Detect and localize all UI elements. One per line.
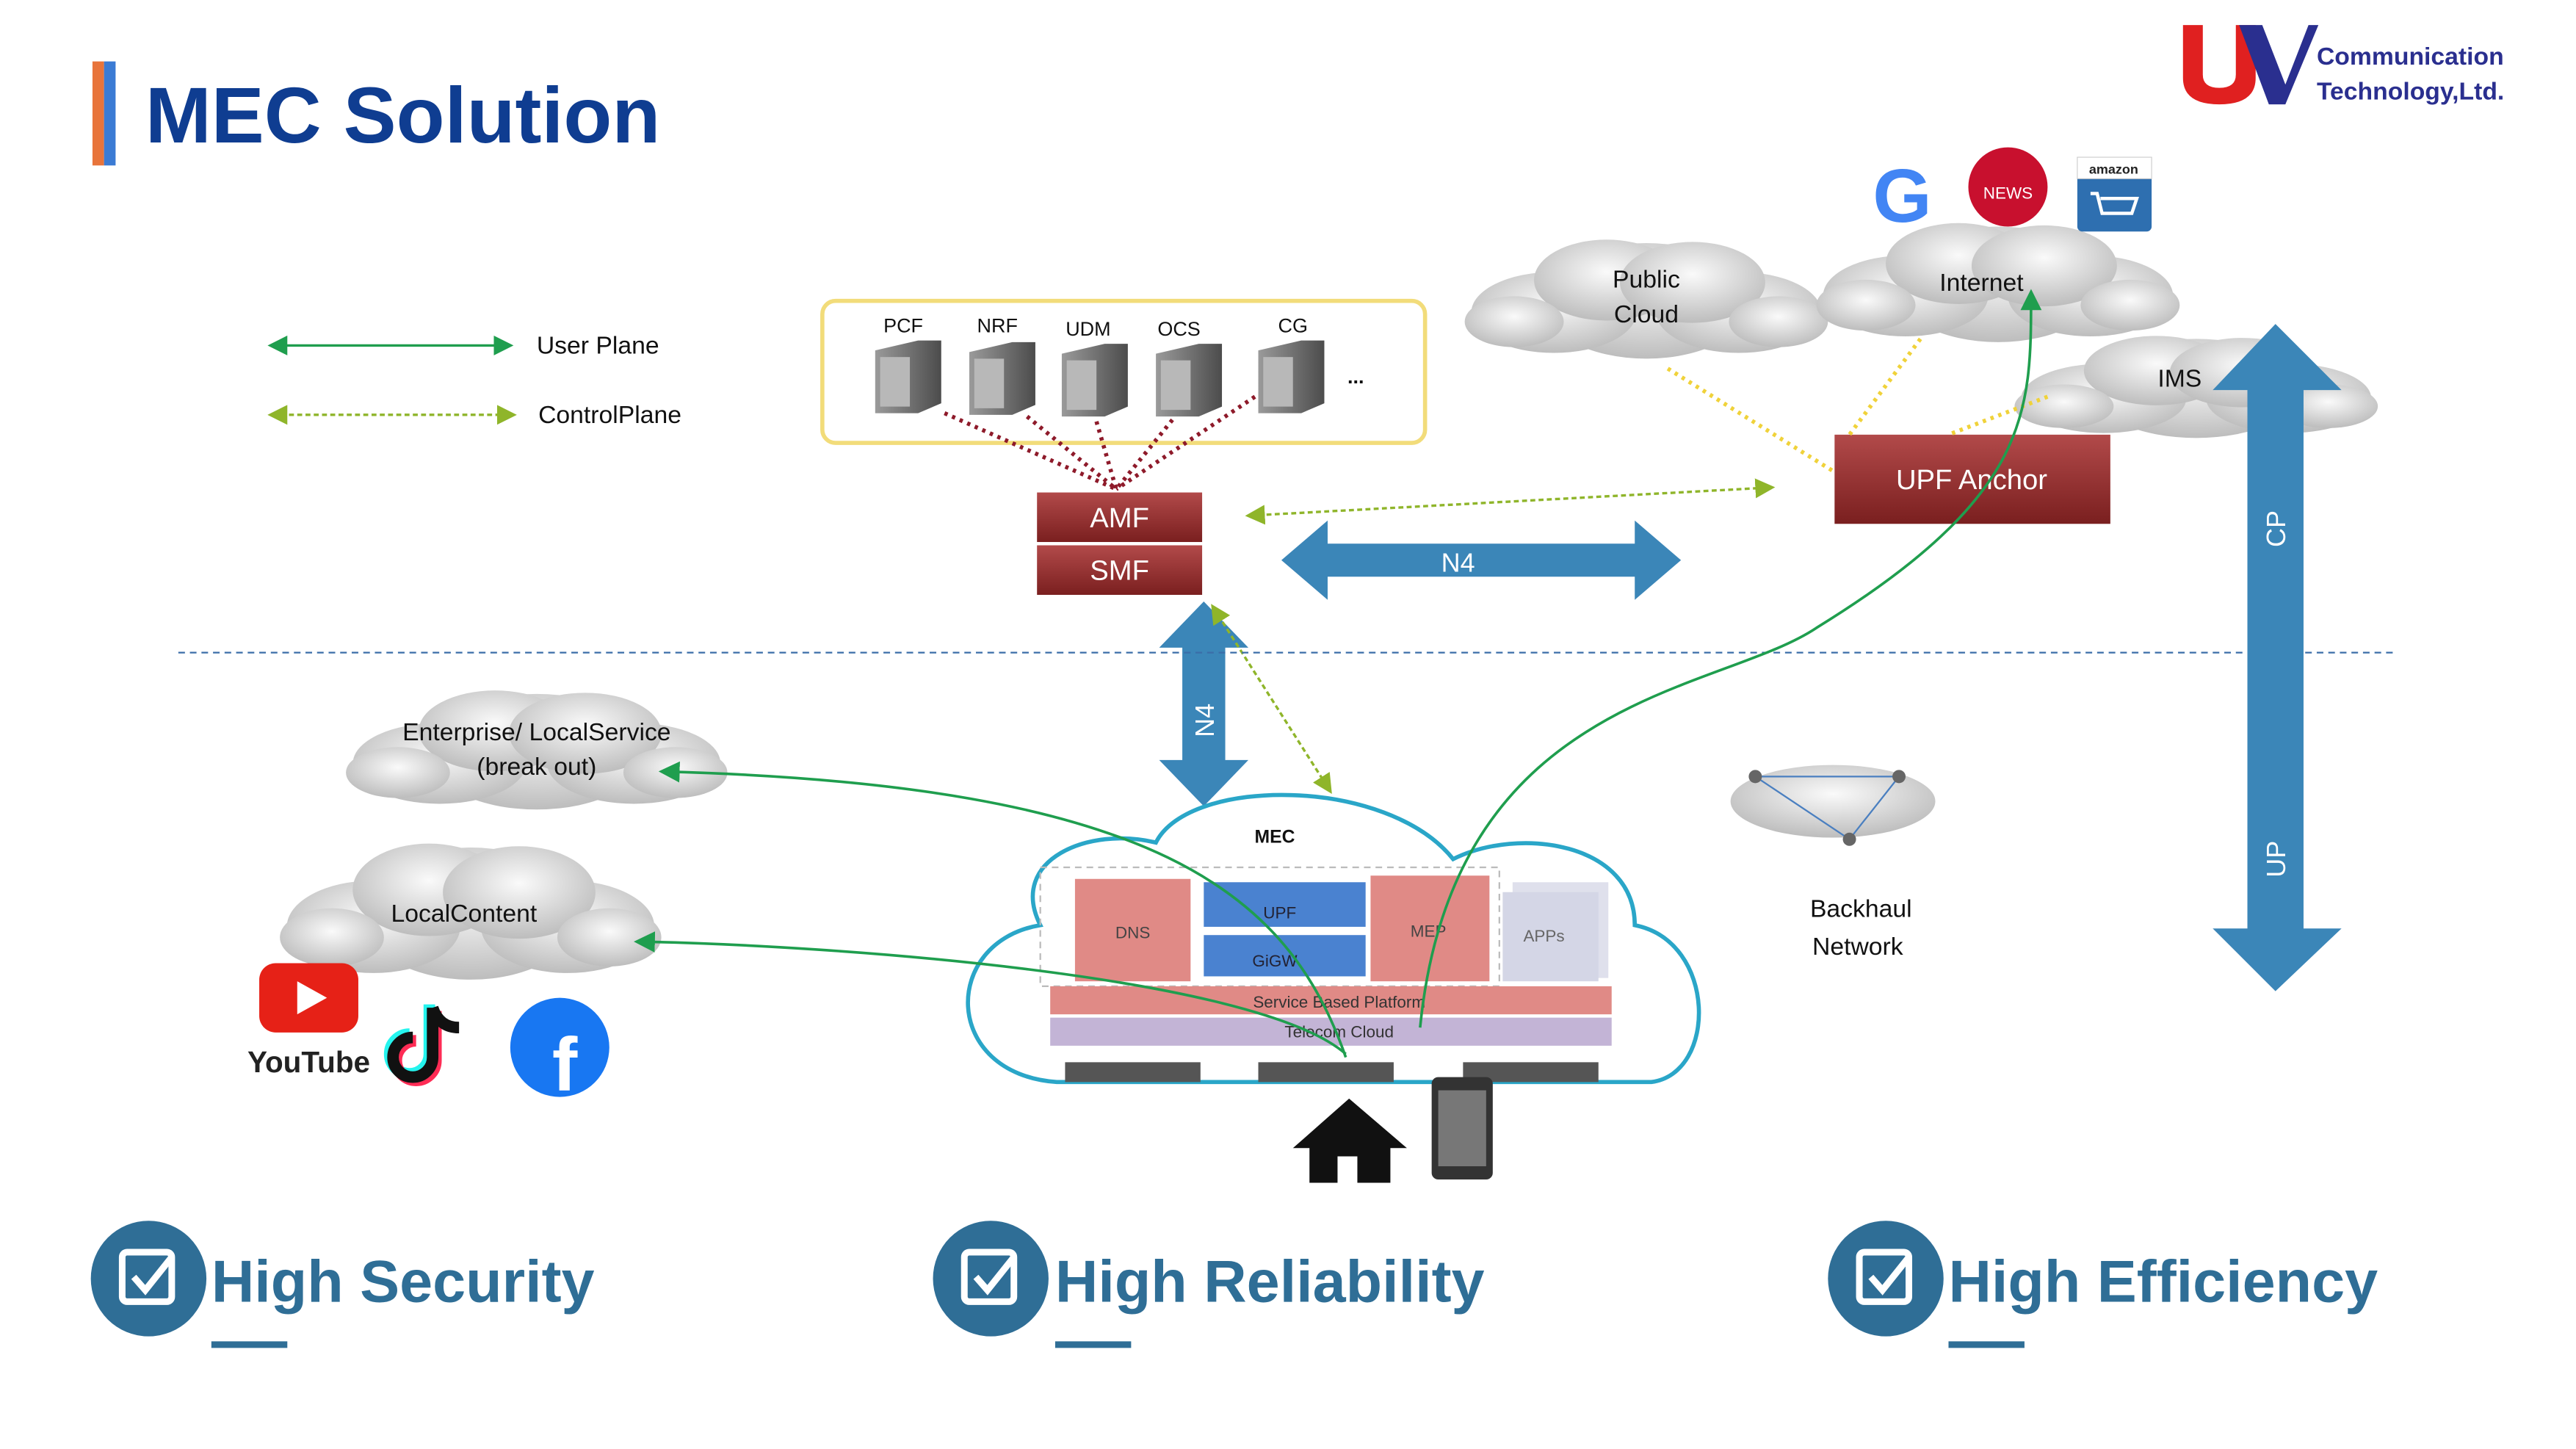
cp-up-arrow: [2213, 324, 2342, 991]
facebook-icon: [510, 997, 609, 1097]
checkbox-icon: [90, 1221, 207, 1337]
server-icon: [1061, 344, 1128, 417]
cg-label: CG: [1278, 314, 1308, 336]
core-signaling-lines: [944, 394, 1256, 491]
amazon-label: amazon: [2089, 162, 2138, 177]
feature-underline: [1948, 1341, 2025, 1348]
amf-smf-block: AMF SMF: [1037, 492, 1203, 595]
google-icon: G: [1873, 153, 1931, 238]
mec-title: MEC: [1255, 827, 1295, 847]
enterprise-label-1: Enterprise/ LocalService: [402, 718, 670, 746]
enterprise-cloud: [346, 690, 728, 810]
amf-box: [1037, 492, 1203, 543]
public-cloud: [1464, 239, 1828, 359]
upf-anchor-box: [1834, 434, 2110, 524]
local-content-label: LocalContent: [391, 900, 538, 928]
cp-label: CP: [2261, 510, 2291, 547]
service-platform-bar: [1050, 986, 1612, 1015]
home-icon: [1292, 1098, 1407, 1183]
internet-label: Internet: [1939, 269, 2024, 297]
more-functions: ...: [1347, 366, 1364, 388]
feature-label: High Reliability: [1055, 1249, 1485, 1315]
server-icon: [1156, 344, 1223, 417]
n4-horizontal-label: N4: [1441, 547, 1475, 577]
ocs-label: OCS: [1157, 318, 1200, 340]
feature-2: High Efficiency: [1828, 1221, 2378, 1348]
upf-anchor-cloud-links: [1666, 337, 2049, 473]
feature-underline: [211, 1341, 288, 1348]
n4-vertical-label: N4: [1190, 704, 1220, 737]
gigw-box: [1204, 935, 1366, 977]
mec-hardware-servers: [1065, 1062, 1599, 1083]
n4-horizontal-arrow: [1281, 520, 1682, 600]
n4-vertical-arrow: [1159, 601, 1249, 806]
amf-label: AMF: [1090, 502, 1149, 534]
title-accent-bar-blue: [104, 61, 116, 166]
legend-control-plane: ControlPlane: [538, 401, 681, 429]
smf-upf-anchor-control-line: [1245, 478, 1776, 525]
feature-1: High Reliability: [933, 1221, 1485, 1348]
page-title: MEC Solution: [145, 71, 660, 159]
up-label: UP: [2261, 841, 2291, 878]
public-cloud-label-1: Public: [1613, 266, 1680, 294]
tiktok-icon: [383, 1004, 460, 1086]
server-icon: [875, 340, 941, 413]
internet-cloud: [1816, 223, 2180, 342]
upf-anchor-label: UPF Anchor: [1896, 464, 2047, 496]
server-icon: [1258, 340, 1325, 413]
bbc-news-label: NEWS: [1983, 184, 2033, 202]
bbc-news-icon: [1968, 147, 2048, 227]
logo-text-line2: Technology,Ltd.: [2317, 77, 2504, 105]
checkbox-icon: [933, 1221, 1049, 1337]
youtube-label: YouTube: [247, 1045, 370, 1079]
server-icon: [969, 342, 1035, 415]
pcf-label: PCF: [883, 314, 923, 336]
gigw-label: GiGW: [1252, 952, 1298, 970]
legend-user-plane: User Plane: [537, 332, 659, 360]
dns-label: DNS: [1115, 924, 1150, 942]
feature-underline: [1054, 1341, 1132, 1348]
apps-label: APPs: [1523, 927, 1564, 945]
smf-mec-control-line: [1211, 604, 1332, 795]
service-platform-label: Service Based Platform: [1253, 993, 1425, 1011]
checkbox-icon: [1828, 1221, 1944, 1337]
smf-label: SMF: [1090, 555, 1149, 587]
udm-label: UDM: [1066, 318, 1110, 340]
backhaul-network-icon: [1730, 765, 1936, 846]
svg-text:f: f: [552, 1022, 578, 1107]
enterprise-label-2: (break out): [477, 753, 596, 781]
feature-0: High Security: [90, 1221, 595, 1348]
public-cloud-label-2: Cloud: [1614, 300, 1679, 328]
user-plane-flows: [634, 289, 2042, 1058]
smf-box: [1037, 545, 1203, 595]
feature-label: High Security: [211, 1249, 595, 1315]
nrf-label: NRF: [977, 314, 1018, 336]
backhaul-label-1: Backhaul: [1810, 895, 1912, 922]
dns-box: [1074, 878, 1191, 982]
logo-text-line1: Communication: [2317, 43, 2504, 71]
title-accent-bar: [92, 61, 104, 166]
upf-box: [1204, 882, 1366, 927]
backhaul-label-2: Network: [1812, 933, 1903, 961]
feature-label: High Efficiency: [1948, 1249, 2378, 1315]
upf-label: UPF: [1263, 904, 1296, 922]
ims-label: IMS: [2157, 365, 2201, 393]
company-logo: Communication Technology,Ltd.: [2182, 25, 2504, 105]
